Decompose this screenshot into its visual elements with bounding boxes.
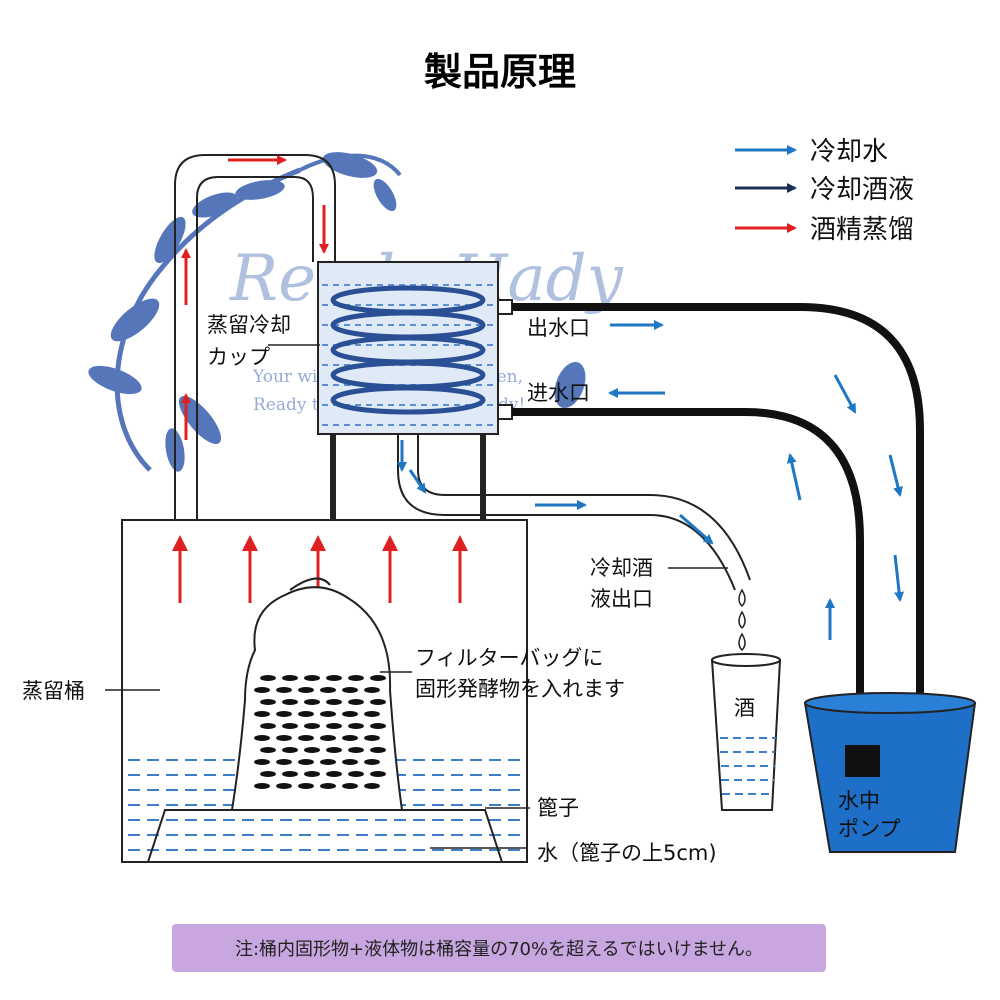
label-condenser-line2: カップ bbox=[207, 345, 270, 369]
label-pump-line1: 水中 bbox=[838, 789, 880, 813]
legend: 冷却水 冷却酒液 酒精蒸馏 bbox=[735, 137, 914, 245]
cooling-water-arrows bbox=[608, 320, 905, 640]
warning-note: 注:桶内固形物+液体物は桶容量の70%を超えるではいけません。 bbox=[172, 924, 826, 972]
legend-label-alcohol-vapor: 酒精蒸馏 bbox=[810, 215, 914, 245]
condenser-legs bbox=[330, 434, 486, 520]
label-liquor-outlet-line1: 冷却酒 bbox=[590, 556, 653, 580]
label-outlet: 出水口 bbox=[527, 316, 590, 340]
label-rack: 篦子 bbox=[537, 796, 579, 820]
vapor-pipe bbox=[174, 154, 336, 520]
diagram-title: 製品原理 bbox=[424, 50, 576, 94]
floral-watermark bbox=[88, 152, 586, 472]
liquor-drops bbox=[738, 588, 746, 652]
label-pump-line2: ポンプ bbox=[838, 817, 900, 841]
water-hoses bbox=[512, 303, 924, 815]
submersible-pump bbox=[845, 745, 880, 777]
water-bucket bbox=[803, 692, 977, 853]
condenser-cup bbox=[317, 261, 513, 435]
cooled-liquor-arrows bbox=[397, 440, 714, 545]
legend-label-cooling-water: 冷却水 bbox=[810, 137, 888, 167]
label-still: 蒸留桶 bbox=[22, 679, 85, 703]
vapor-flow-arrows bbox=[181, 155, 329, 440]
label-inlet: 进水口 bbox=[527, 381, 590, 405]
label-liquor: 酒 bbox=[734, 696, 755, 720]
label-filter-line2: 固形発酵物を入れます bbox=[415, 677, 625, 701]
liquor-glass bbox=[710, 653, 782, 811]
filter-bag bbox=[230, 577, 404, 811]
label-filter-line1: フィルターバッグに bbox=[415, 646, 603, 670]
label-water: 水（篦子の上5cm) bbox=[537, 841, 717, 865]
label-condenser-line1: 蒸留冷却 bbox=[207, 313, 291, 337]
legend-label-cooled-liquor: 冷却酒液 bbox=[810, 175, 914, 205]
still-vapor-arrows bbox=[172, 535, 468, 603]
label-liquor-outlet-line2: 液出口 bbox=[590, 587, 653, 611]
